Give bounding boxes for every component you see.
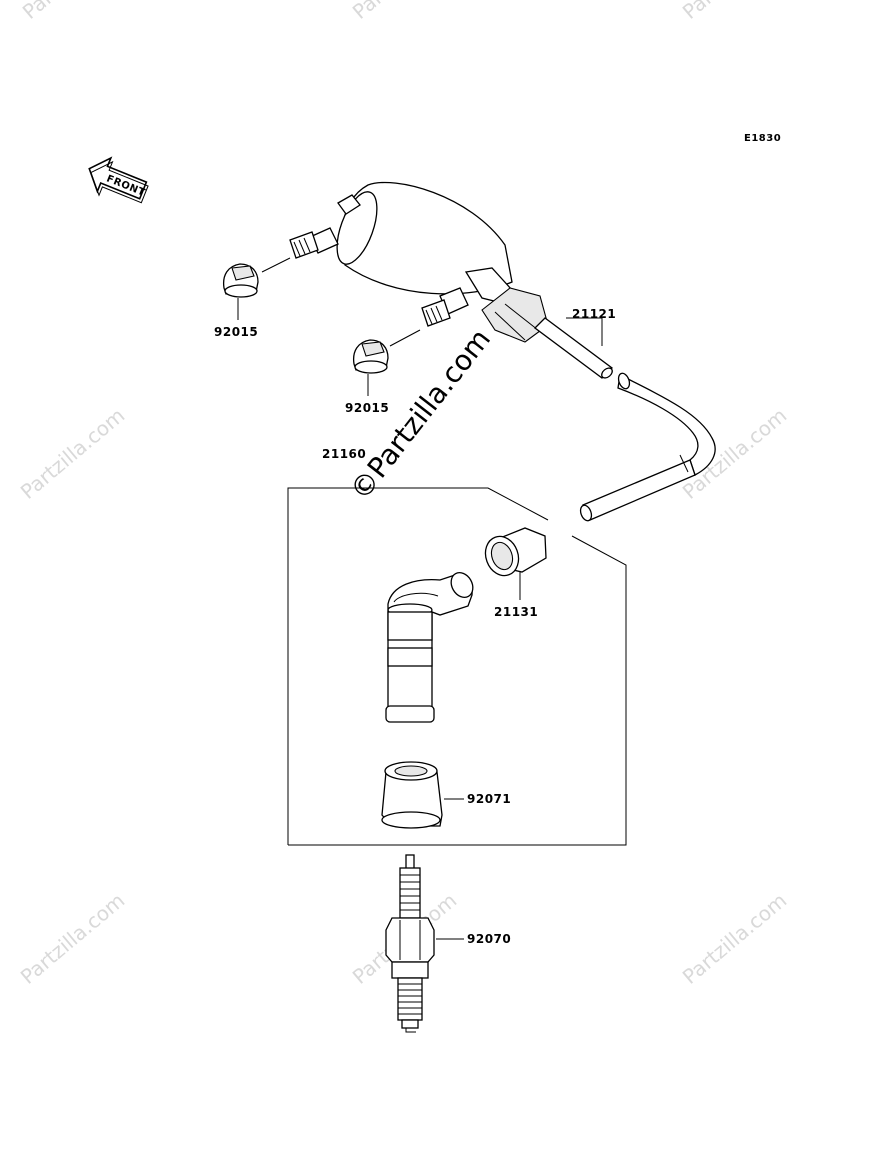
part-number-label[interactable]: 21131	[494, 605, 538, 619]
watermark-text: Partzilla.com	[678, 888, 791, 989]
cap-connector	[484, 527, 547, 577]
watermark-layer: Partzilla.com Partzilla.com Partzilla.co…	[16, 0, 791, 989]
watermark-text: Partzilla.com	[16, 888, 129, 989]
plug-cap	[385, 572, 474, 723]
part-number-label[interactable]: 92015	[214, 325, 258, 339]
ht-wire	[534, 317, 716, 522]
watermark-text: Partzilla.com	[16, 403, 129, 504]
front-arrow-icon: FRONT	[88, 156, 149, 204]
part-number-label[interactable]: 21160	[322, 447, 366, 461]
coil-cap-2	[352, 339, 389, 374]
part-number-label[interactable]: 92015	[345, 401, 389, 415]
spark-plug	[385, 854, 435, 1033]
diagram-code: E1830	[744, 133, 781, 144]
plug-boot-seal	[381, 761, 443, 829]
part-number-label[interactable]: 21121	[572, 307, 616, 321]
ignition-coil	[289, 181, 549, 343]
watermark-text: Partzilla.com	[678, 0, 791, 24]
watermark-text: Partzilla.com	[348, 0, 461, 24]
coil-cap-1	[222, 263, 259, 298]
watermark-text: Partzilla.com	[18, 0, 131, 24]
part-number-label[interactable]: 92071	[467, 792, 511, 806]
part-number-label[interactable]: 92070	[467, 932, 511, 946]
leader-lines	[237, 257, 627, 940]
